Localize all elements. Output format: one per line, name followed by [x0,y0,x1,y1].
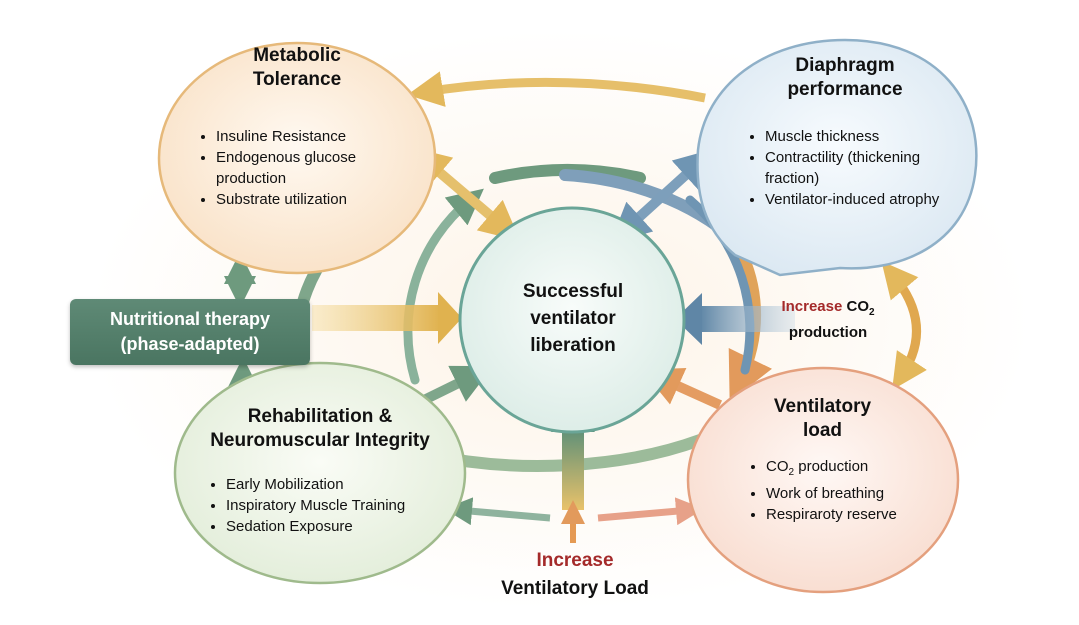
diaphragm-title: Diaphragm performance [745,54,945,102]
center-line1: Successful [522,281,624,302]
co2-label: Increase CO2 production [768,297,888,343]
diaphragm-list: Muscle thickness Contractility (thickeni… [747,126,970,210]
arrow-ventload-center [641,367,723,410]
arrow-rehab-center [417,365,493,407]
list-item: Sedation Exposure [226,516,456,537]
list-item: Work of breathing [766,483,956,504]
co2-production-label: production [788,324,868,341]
list-item: Early Mobilization [226,474,456,495]
metabolic-title-line2: Tolerance [252,69,342,90]
rehab-list: Early Mobilization Inspiratory Muscle Tr… [208,474,456,537]
list-item: Respiraroty reserve [766,504,956,525]
center-line2: ventilator [530,308,616,329]
list-item: Endogenous glucose production [216,147,416,189]
metabolic-title-line1: Metabolic [253,45,341,66]
rehab-title: Rehabilitation & Neuromuscular Integrity [180,405,460,453]
arrow-bottom-shaft [562,428,584,510]
co2-subscript: 2 [788,467,795,478]
metabolic-circle [157,41,437,275]
arrow-bottom-to-ventload [597,497,704,526]
bottom-ventilatory-load-label: Ventilatory Load [501,578,649,599]
diaphragm-title-line2: performance [787,79,903,100]
co2-text: CO [846,298,870,315]
arrow-co2-head [675,293,702,345]
metabolic-list: Insuline Resistance Endogenous glucose p… [198,126,416,210]
metabolic-title: Metabolic Tolerance [197,44,397,92]
arrow-metabolic-center [409,147,521,241]
arrow-nutrition-shaft [312,305,440,331]
arrow-co2-shaft [700,306,795,332]
center-line3: liberation [530,335,616,356]
ventload-title: Ventilatory load [735,395,910,443]
list-item: Contractility (thickening fraction) [765,147,970,189]
co2-production-text: production [794,458,869,475]
bottom-label: Increase Ventilatory Load [470,547,680,603]
ventload-title-line1: Ventilatory [773,396,872,417]
center-circle [458,206,686,434]
list-item: Ventilator-induced atrophy [765,189,970,210]
diaphragm-bubble [696,38,978,277]
co2-text: CO [766,458,789,475]
co2-increase-label: Increase [781,298,843,315]
nutrition-line2: (phase-adapted) [120,334,260,354]
list-item: CO2 production [766,456,956,483]
arrow-nutrition-head [438,292,462,344]
rehab-title-line1: Rehabilitation & [247,406,393,427]
arrow-diaphragm-center [610,148,715,244]
list-item: Substrate utilization [216,189,416,210]
rehab-title-line2: Neuromuscular Integrity [210,430,430,451]
nutrition-line1: Nutritional therapy [109,309,270,329]
ventload-list: CO2 production Work of breathing Respira… [748,456,956,525]
co2-subscript: 2 [869,307,875,318]
center-title: Successful ventilator liberation [488,278,658,359]
list-item: Muscle thickness [765,126,970,147]
list-item: Insuline Resistance [216,126,416,147]
arrow-diaphragm-to-metabolic [407,71,706,107]
rehab-circle [173,361,467,585]
bottom-increase-label: Increase [536,550,614,571]
ventload-title-line2: load [802,420,843,441]
arrow-diaphragm-ventload [881,261,927,391]
list-item: Inspiratory Muscle Training [226,495,456,516]
ventload-circle [686,366,960,594]
nutrition-box: Nutritional therapy (phase-adapted) [70,299,310,365]
diaphragm-title-line1: Diaphragm [795,55,895,76]
arrow-bottom-to-rehab [444,497,551,526]
